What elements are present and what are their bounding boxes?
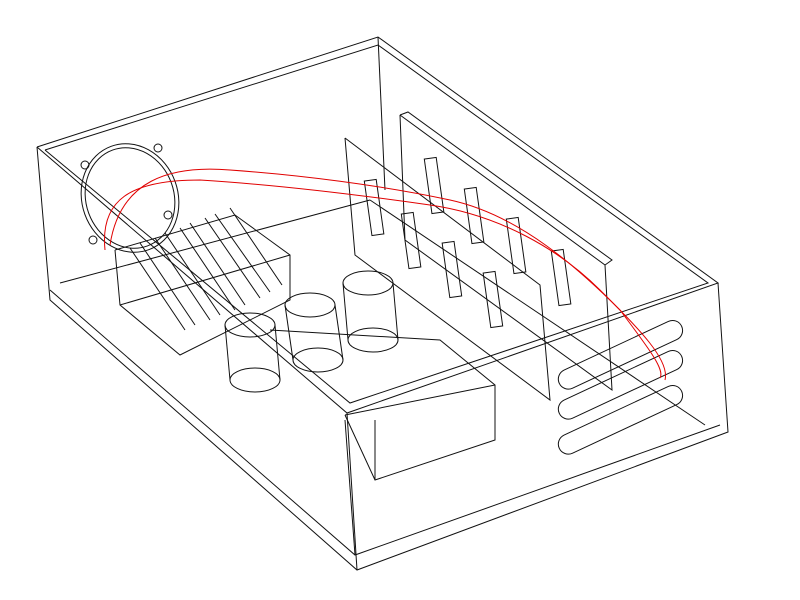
enclosure-box <box>36 36 729 571</box>
fan <box>80 143 180 253</box>
vent-slots <box>557 319 684 455</box>
wire-cables <box>103 168 667 381</box>
transformer-block <box>269 329 496 481</box>
capacitors <box>224 270 399 393</box>
heatsink <box>114 207 291 356</box>
board-slots <box>363 156 572 329</box>
pcb-board <box>344 111 613 402</box>
